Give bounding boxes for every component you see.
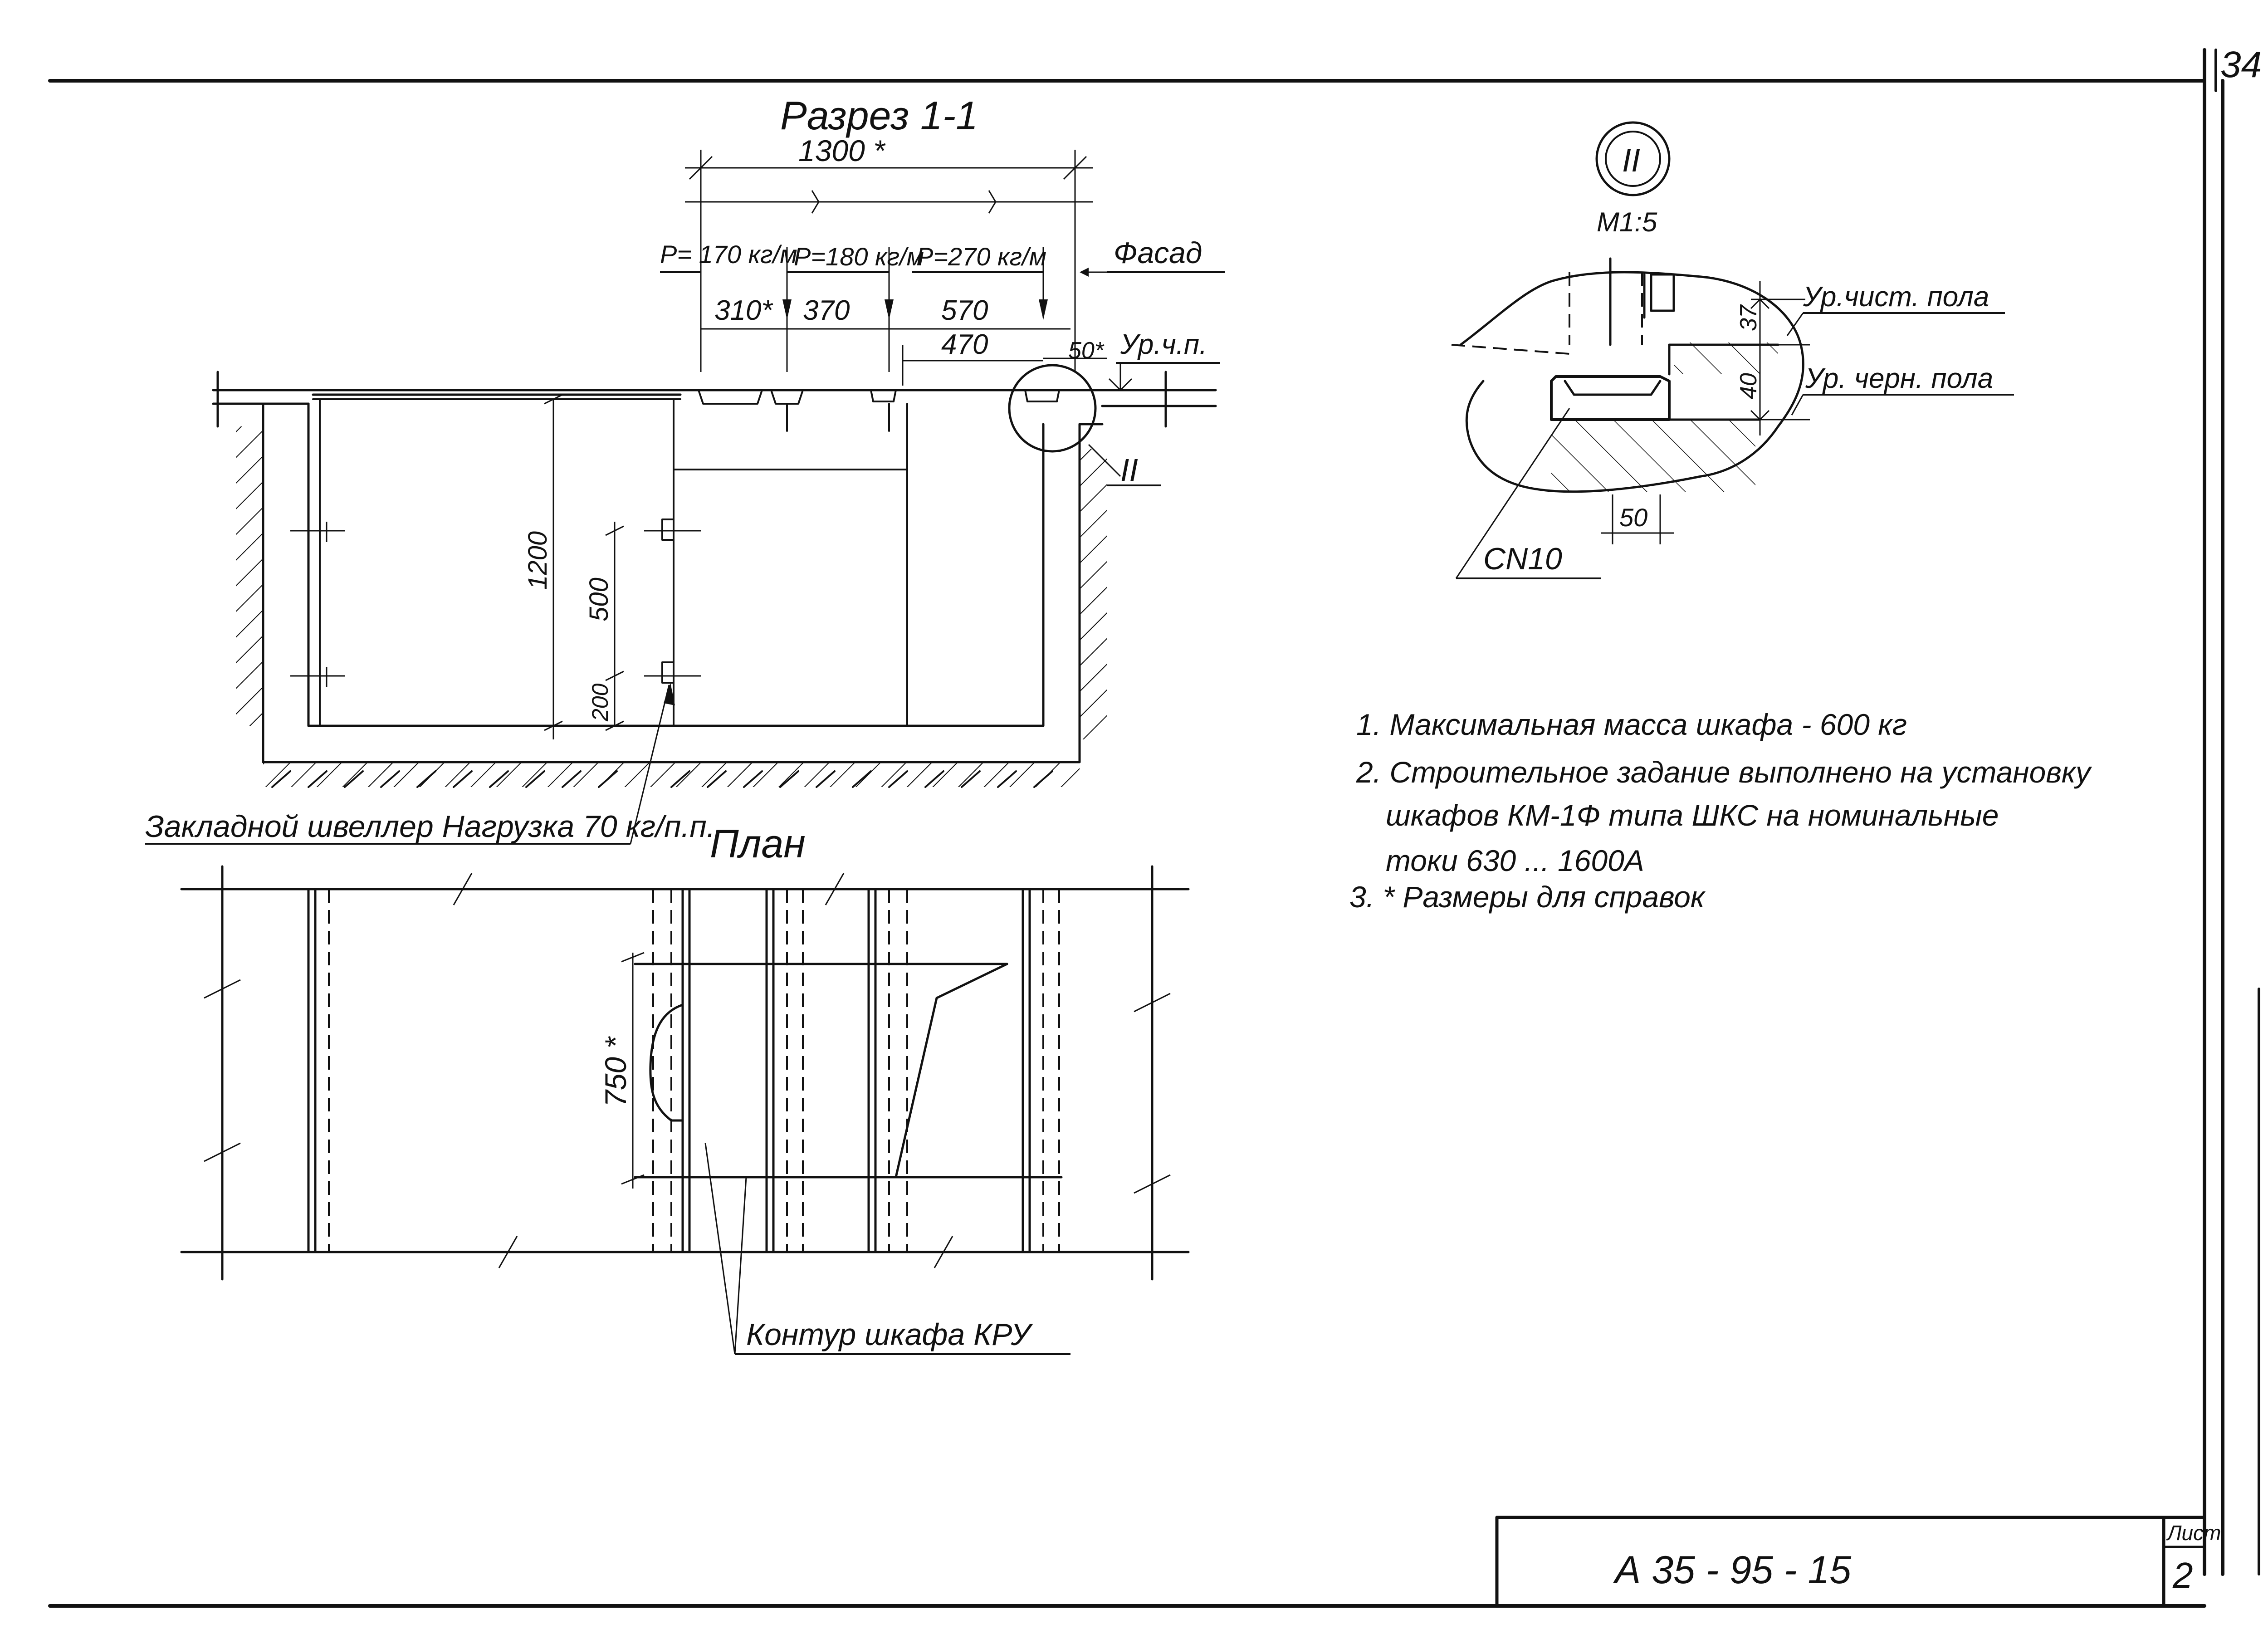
load-right-label: Р=270 кг/м	[916, 242, 1046, 271]
sheet-number: 2	[2172, 1555, 2193, 1595]
section-detail-callout-label: II	[1120, 452, 1138, 488]
dim-470-label: 470	[941, 329, 988, 360]
dim-200-label: 200	[587, 683, 613, 722]
note-line: 3. * Размеры для справок	[1349, 880, 1706, 914]
dim-370-label: 370	[803, 295, 850, 326]
dim-310-label: 310*	[714, 295, 773, 326]
dim-1200-label: 1200	[523, 531, 552, 590]
rough-floor-label: Ур. черн. пола	[1805, 363, 1993, 394]
drawing-code: А 35 - 95 - 15	[1613, 1548, 1852, 1592]
note-line: шкафов КМ-1Ф типа ШКС на номинальные	[1386, 798, 1999, 832]
plan-title: План	[710, 821, 806, 866]
detail-drawing	[1451, 257, 2014, 579]
notes: 1. Максимальная масса шкафа - 600 кг 2. …	[1349, 708, 2092, 914]
dimension-1300	[685, 150, 1093, 372]
dim-40-label: 40	[1735, 373, 1762, 399]
dim-50-label: 50*	[1068, 338, 1105, 364]
embedded-channel-label: Закладной швеллер Нагрузка 70 кг/п.п.	[145, 809, 715, 844]
dim-37-label: 37	[1735, 304, 1762, 331]
floor-level-label: Ур.ч.п.	[1120, 329, 1207, 360]
dim-570-label: 570	[941, 295, 988, 326]
profile-label: СN10	[1483, 542, 1562, 576]
detail-marker	[1595, 121, 1671, 196]
section-structure	[212, 371, 1217, 788]
note-line: токи 630 ... 1600А	[1386, 844, 1644, 877]
detail-callout-circle	[1008, 364, 1097, 453]
sheet-corner-number: 34	[2220, 44, 2262, 85]
load-left-label: Р= 170 кг/м	[660, 240, 797, 269]
dim-500-label: 500	[584, 577, 614, 621]
note-line: 1. Максимальная масса шкафа - 600 кг	[1356, 708, 1907, 741]
sheet-label: Лист	[2166, 1521, 2221, 1545]
sheet-frame	[48, 48, 2260, 1608]
cabinet-contour-label: Контур шкафа КРУ	[746, 1317, 1033, 1352]
clean-floor-label: Ур.чист. пола	[1803, 281, 1989, 313]
plan-view	[180, 865, 1190, 1281]
dim-750-label: 750 *	[599, 1036, 632, 1107]
section-title: Разрез 1-1	[780, 93, 978, 138]
note-line: 2. Строительное задание выполнено на уст…	[1356, 755, 2092, 789]
dimension-1300-label: 1300 *	[798, 134, 886, 167]
dim-50-detail-label: 50	[1619, 503, 1647, 532]
detail-marker-label: II	[1622, 142, 1640, 179]
detail-scale: М1:5	[1597, 207, 1657, 237]
facade-label: Фасад	[1114, 236, 1202, 269]
load-mid-label: Р=180 кг/м	[794, 242, 924, 271]
title-block	[1495, 1516, 2206, 1608]
vertical-dimensions	[544, 394, 624, 739]
